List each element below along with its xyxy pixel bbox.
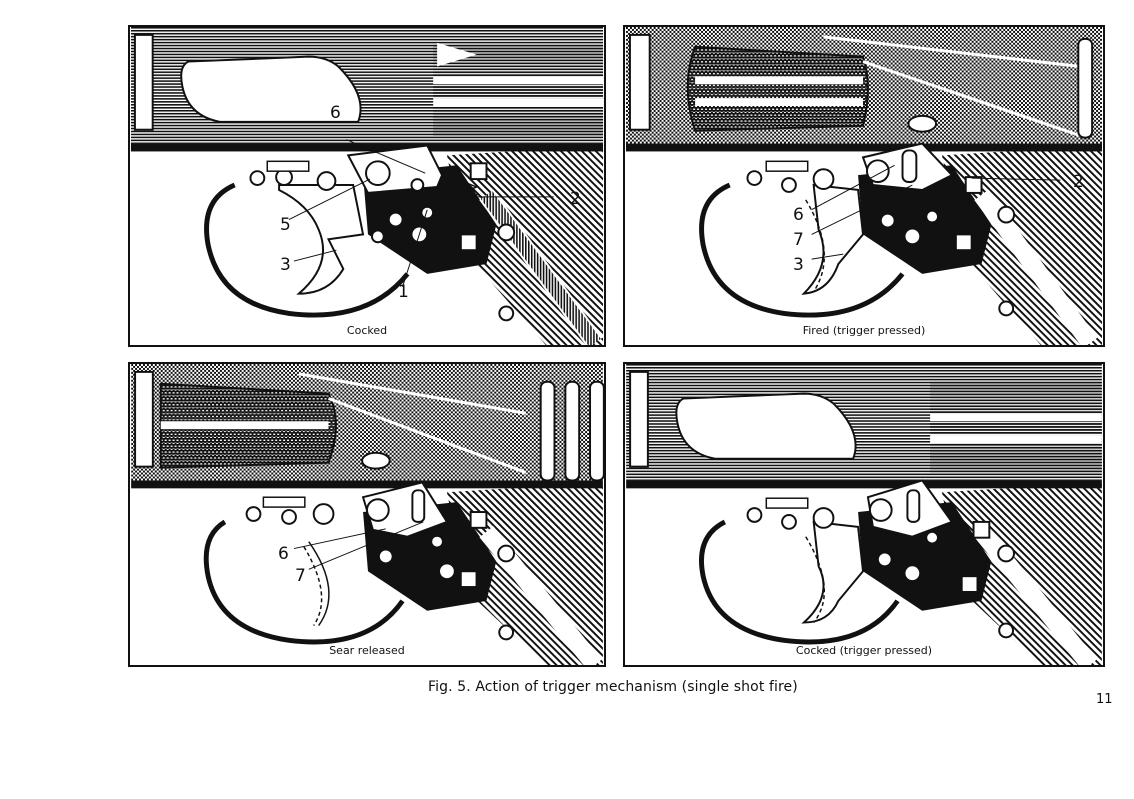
callout-6: 6 <box>330 103 341 123</box>
callout-3: 3 <box>793 255 804 275</box>
callout-3: 3 <box>280 255 291 275</box>
mechanism-illustration-cocked-trigger-pressed <box>626 364 1102 665</box>
panel-caption: Cocked <box>346 324 388 337</box>
figure-caption: Fig. 5. Action of trigger mechanism (sin… <box>428 679 798 695</box>
callout-7: 7 <box>295 566 306 586</box>
callout-2: 2 <box>570 189 581 209</box>
callout-7: 7 <box>793 230 804 250</box>
mechanism-illustration-cocked <box>130 27 604 345</box>
callout-2: 2 <box>1073 172 1084 192</box>
mechanism-illustration-sear-released <box>131 364 604 665</box>
panel-caption: Cocked (trigger pressed) <box>795 644 933 657</box>
page-number: 11 <box>1096 692 1113 707</box>
callout-6: 6 <box>793 205 804 225</box>
callout-1: 1 <box>398 282 409 302</box>
trigger-mechanism-figure: 6 5 3 1 2 Cocked <box>128 25 1105 667</box>
callout-6: 6 <box>278 544 289 564</box>
panel-cocked: 6 5 3 1 2 Cocked <box>128 25 606 347</box>
callout-5: 5 <box>280 215 291 235</box>
panel-caption: Sear released <box>329 644 405 657</box>
panel-sear-released: 6 7 Sear released <box>128 362 606 667</box>
panel-caption: Fired (trigger pressed) <box>802 324 926 337</box>
panel-fired: 6 7 3 2 Fired (trigger pressed) <box>623 25 1105 347</box>
panel-cocked-trigger-pressed: Cocked (trigger pressed) <box>623 362 1105 667</box>
mechanism-illustration-fired <box>625 27 1103 345</box>
